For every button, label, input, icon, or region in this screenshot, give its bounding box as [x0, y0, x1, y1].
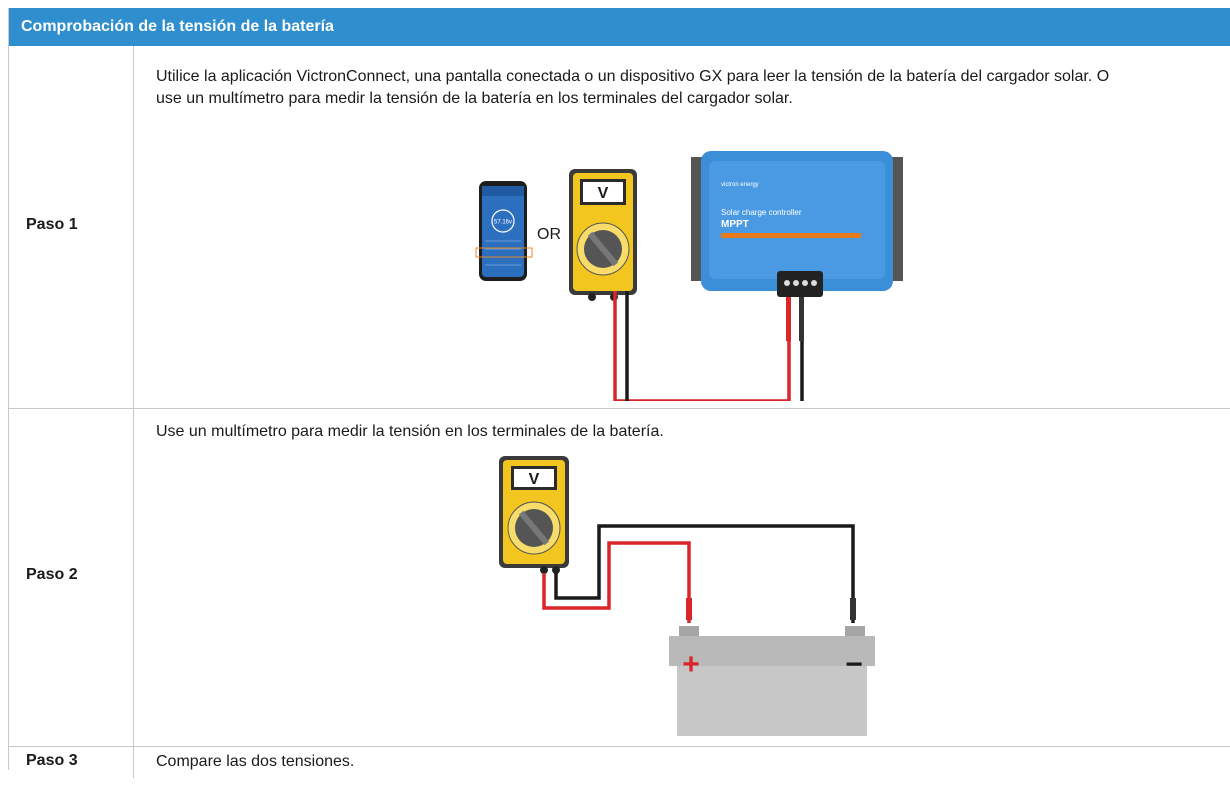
step-row-1: Paso 1 Utilice la aplicación VictronConn…	[9, 46, 1230, 409]
step-1-figure: 57.16v OR V	[475, 151, 903, 401]
black-probe	[850, 598, 856, 620]
battery-minus: −	[845, 648, 863, 681]
red-lead	[613, 291, 791, 401]
step-label-3: Paso 3	[26, 752, 78, 769]
charge-controller-icon: victron energy Solar charge controller M…	[691, 151, 903, 341]
battery-plus: +	[682, 648, 700, 681]
multimeter-icon: V	[499, 456, 569, 574]
meter-display: V	[529, 471, 540, 488]
red-probe	[686, 598, 692, 620]
step-row-2: Paso 2 Use un multímetro para medir la t…	[9, 408, 1230, 747]
step-row-3: Paso 3 Compare las dos tensiones.	[9, 746, 1230, 786]
controller-model: MPPT	[721, 219, 749, 230]
red-lead	[542, 541, 691, 623]
column-divider	[133, 46, 134, 778]
black-lead	[554, 524, 855, 623]
step-2-figure: V + −	[499, 456, 875, 736]
step-text-2: Use un multímetro para medir la tensión …	[156, 423, 664, 440]
meter-display: V	[598, 185, 609, 202]
phone-reading: 57.16v	[494, 220, 512, 226]
step-text-1: Utilice la aplicación VictronConnect, un…	[156, 68, 1110, 107]
step-label-1: Paso 1	[26, 216, 78, 233]
step-text-3: Compare las dos tensiones.	[156, 753, 355, 770]
black-lead	[625, 291, 804, 401]
battery-icon: + −	[669, 626, 875, 736]
battery-voltage-table: Comprobación de la tensión de la batería…	[8, 8, 1230, 778]
table-header: Comprobación de la tensión de la batería	[9, 8, 1230, 46]
controller-model-line: Solar charge controller	[721, 208, 802, 217]
step-label-2: Paso 2	[26, 566, 78, 583]
smartphone-icon: 57.16v	[475, 181, 533, 281]
or-label: OR	[537, 226, 561, 243]
controller-brand: victron energy	[721, 182, 759, 188]
multimeter-icon: V	[569, 169, 637, 301]
